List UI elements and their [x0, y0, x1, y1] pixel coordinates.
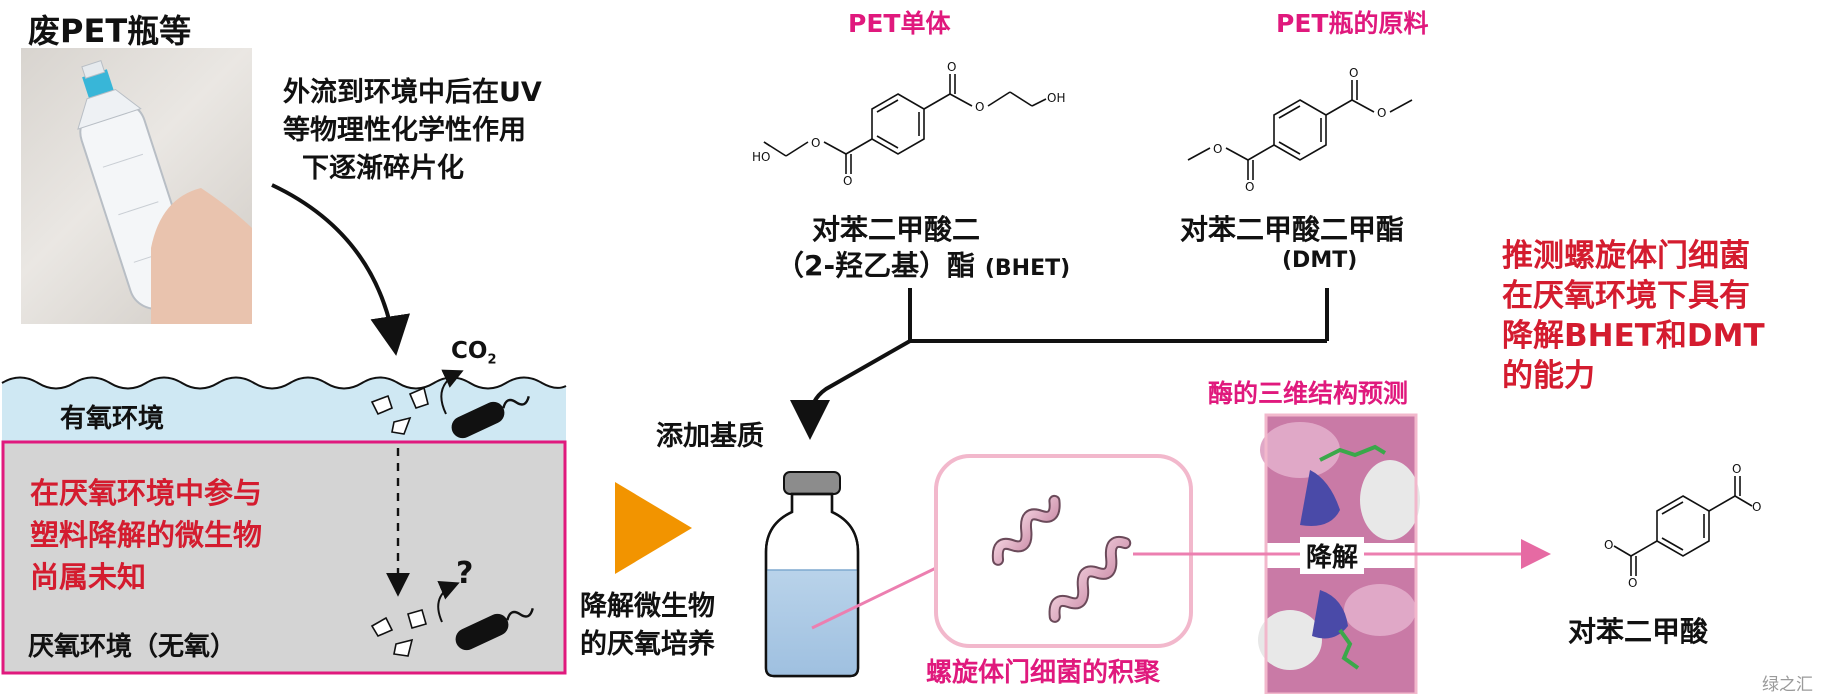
bhet-name-line-2: （2-羟乙基）酯 (BHET) [776, 244, 1070, 284]
product-o-right: O [1752, 500, 1762, 514]
dmt-o-bottom: O [1245, 180, 1255, 194]
fragmentation-line-2: 等物理性化学性作用 [283, 115, 526, 146]
fragmentation-line-1: 外流到环境中后在UV [283, 77, 542, 108]
accumulation-box [934, 454, 1193, 648]
conclusion-line-3: 降解BHET和DMT [1502, 318, 1765, 354]
co2-curved-arrow [440, 369, 464, 415]
waste-title: 废PET瓶等 [28, 12, 192, 50]
anaerobic-bacterium-icon [455, 608, 534, 651]
bhet-o-ester-left: O [811, 136, 821, 150]
product-o-left: O [1604, 538, 1614, 552]
fragmentation-line-3: 下逐渐碎片化 [302, 153, 464, 184]
bhet-name-text: （2-羟乙基）酯 [776, 249, 976, 282]
degrade-label: 降解 [1300, 537, 1365, 574]
product-o-bottom: O [1628, 576, 1638, 590]
spirochete-icons [991, 494, 1132, 623]
question-curved-arrow [437, 581, 460, 623]
pet-bottle-photo [21, 48, 252, 324]
culture-bottle-icon [764, 471, 860, 678]
bhet-o-bottom: O [843, 174, 853, 188]
pink-pointer-line [811, 566, 937, 630]
water-surface-line [1, 376, 567, 390]
aerobic-label: 有氧环境 [60, 404, 165, 434]
co2-label: CO2 [451, 338, 496, 368]
dmt-header: PET瓶的原料 [1276, 9, 1429, 38]
anaerobic-fragments [370, 609, 427, 657]
culture-line-2: 的厌氧培养 [580, 629, 715, 660]
bhet-name-line-1: 对苯二甲酸二 [812, 213, 981, 246]
bhet-o-top: O [947, 60, 957, 74]
unknown-line-2: 塑料降解的微生物 [30, 518, 263, 552]
add-substrate-arrow [790, 339, 911, 440]
product-label: 对苯二甲酸 [1568, 615, 1709, 648]
conclusion-line-2: 在厌氧环境下具有 [1502, 278, 1750, 314]
bhet-o-ester-right: O [975, 100, 985, 114]
unknown-line-3: 尚属未知 [30, 560, 147, 594]
unknown-line-1: 在厌氧环境中参与 [30, 476, 263, 510]
question-mark: ? [456, 556, 474, 591]
terephthalate-structure [1613, 476, 1753, 576]
bhet-structure [763, 74, 1047, 174]
co2-text: CO [451, 338, 488, 364]
conclusion-line-1: 推测螺旋体门细菌 [1502, 238, 1750, 274]
accumulation-label: 螺旋体门细菌的积聚 [926, 658, 1161, 688]
bhet-abbr: (BHET) [984, 256, 1071, 281]
co2-subscript: 2 [487, 352, 497, 368]
curved-arrow-fragmentation [271, 183, 411, 356]
enzyme-title: 酶的三维结构预测 [1208, 379, 1409, 408]
orange-triangle-arrow [615, 482, 692, 574]
dmt-o-ester-left: O [1213, 142, 1223, 156]
bhet-ho-label: HO [752, 150, 771, 164]
dmt-abbr: (DMT) [1282, 248, 1358, 273]
dmt-name: 对苯二甲酸二甲酯 [1180, 213, 1405, 246]
substrate-connectors [908, 288, 1329, 343]
watermark: 绿之汇 [1762, 675, 1813, 695]
culture-line-1: 降解微生物 [580, 591, 715, 622]
dmt-o-top: O [1349, 66, 1359, 80]
conclusion-line-4: 的能力 [1502, 358, 1595, 394]
aerobic-bacterium-icon [451, 396, 530, 439]
add-substrate-label: 添加基质 [656, 421, 764, 452]
dmt-o-ester-right: O [1377, 106, 1387, 120]
aerobic-fragments [370, 386, 429, 435]
bhet-oh-label: OH [1047, 91, 1066, 105]
enzyme-structure-images [1258, 413, 1420, 694]
bhet-header: PET单体 [848, 9, 951, 38]
anaerobic-label: 厌氧环境（无氧） [28, 632, 237, 662]
product-o-top: O [1732, 462, 1742, 476]
dmt-structure [1187, 80, 1413, 180]
